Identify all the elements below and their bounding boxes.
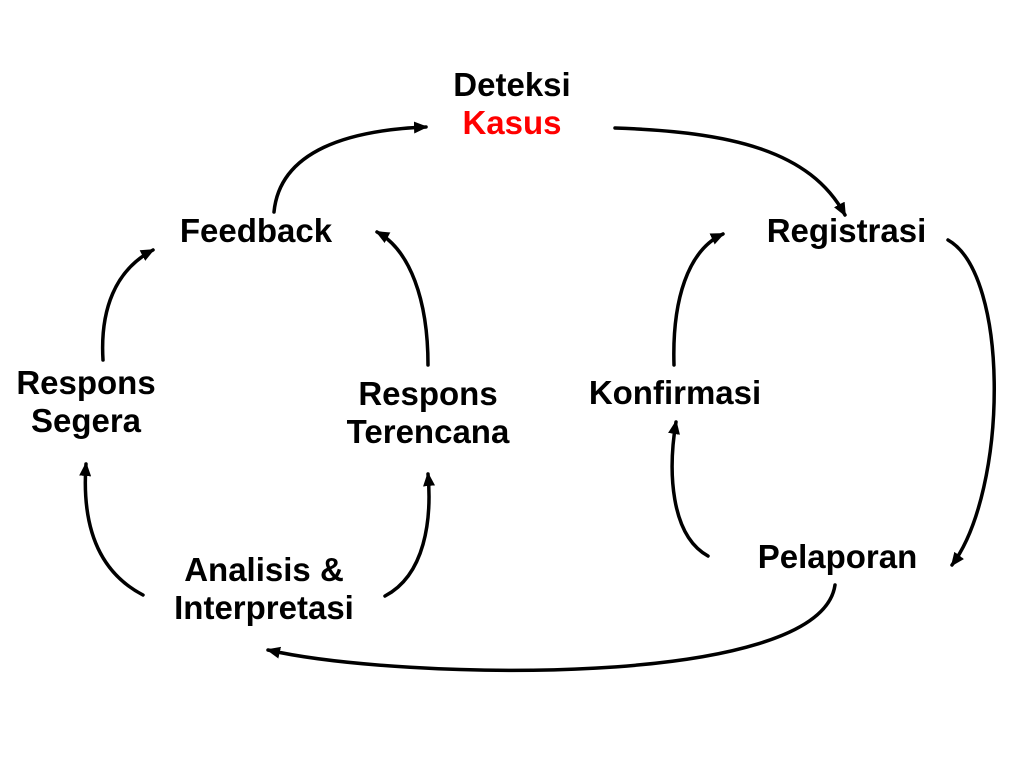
- node-analisis-line1: Analisis &: [184, 551, 344, 588]
- arrow-analisis-to-respons-terencana: [383, 472, 436, 598]
- arrow-konfirmasi-to-registrasi: [672, 232, 725, 367]
- arrow-deteksi-to-registrasi: [613, 126, 847, 217]
- node-deteksi-label: Deteksi: [453, 66, 571, 103]
- node-respons-segera-line2: Segera: [30, 402, 142, 439]
- node-pelaporan-label: Pelaporan: [757, 538, 918, 575]
- arrow-registrasi-to-pelaporan: [946, 238, 996, 567]
- node-konfirmasi: Konfirmasi: [565, 374, 785, 412]
- node-registrasi: Registrasi: [744, 212, 949, 250]
- node-respons-terencana-line1: Respons: [358, 375, 498, 412]
- node-konfirmasi-label: Konfirmasi: [588, 374, 762, 411]
- node-respons-terencana-line2: Terencana: [346, 413, 510, 450]
- arrow-pelaporan-to-analisis: [266, 583, 837, 673]
- arrow-respons-segera-to-feedback: [100, 248, 155, 362]
- node-feedback: Feedback: [156, 212, 356, 250]
- arrow-respons-terencana-to-feedback: [375, 230, 430, 367]
- node-analisis-line2: Interpretasi: [174, 589, 354, 626]
- arrow-feedback-to-deteksi: [272, 121, 428, 214]
- node-registrasi-label: Registrasi: [766, 212, 927, 249]
- node-respons-segera: Respons Segera: [0, 364, 172, 440]
- node-pelaporan: Pelaporan: [735, 538, 940, 576]
- arrow-pelaporan-to-konfirmasi: [668, 420, 710, 558]
- node-kasus-label: Kasus: [462, 104, 562, 141]
- node-feedback-label: Feedback: [179, 212, 333, 249]
- node-respons-segera-line1: Respons: [16, 364, 156, 401]
- node-analisis-interpretasi: Analisis & Interpretasi: [146, 551, 382, 627]
- node-deteksi-kasus: Deteksi Kasus: [432, 66, 592, 142]
- arrow-analisis-to-respons-segera: [79, 462, 145, 597]
- node-respons-terencana: Respons Terencana: [318, 375, 538, 451]
